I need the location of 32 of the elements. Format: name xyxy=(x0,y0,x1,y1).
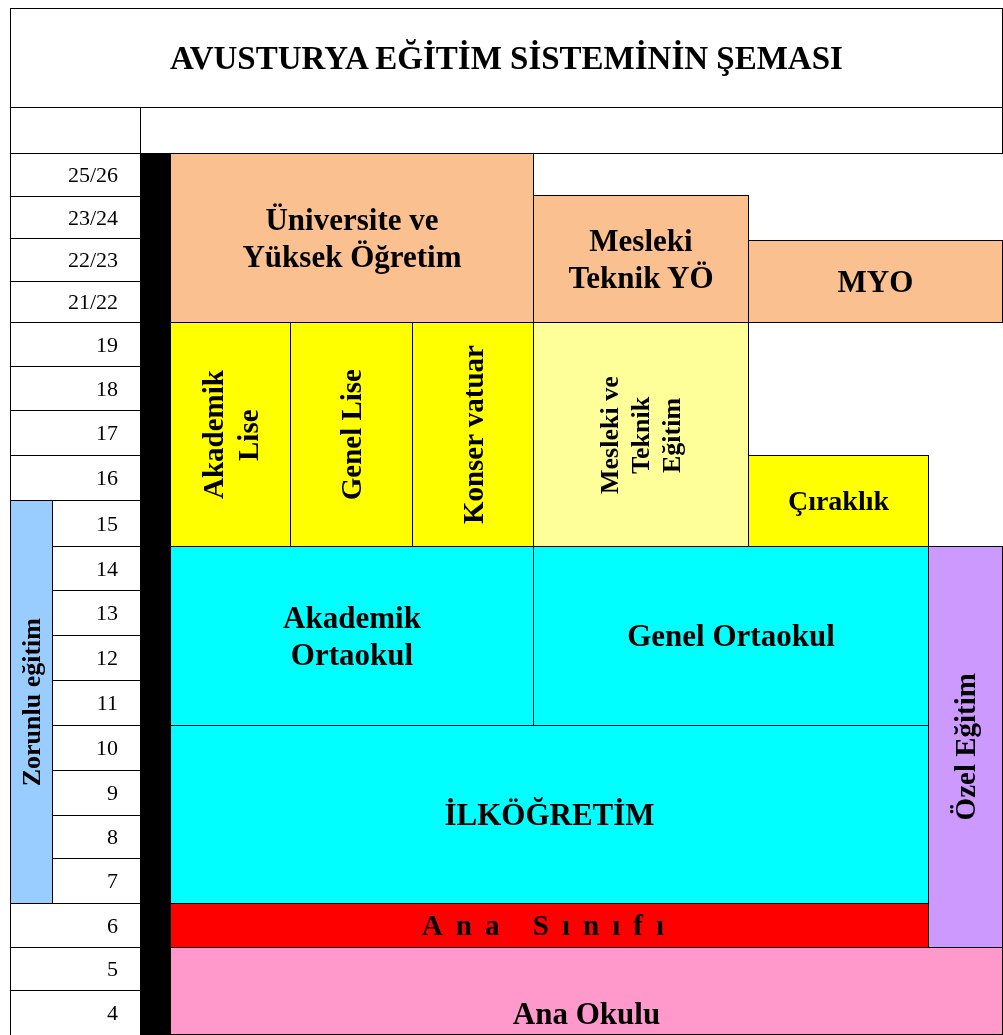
middle-school-block xyxy=(170,546,534,726)
compulsory-education-bar xyxy=(10,500,53,904)
technical-university-block xyxy=(533,195,749,323)
vocational-college-block xyxy=(748,240,1003,323)
block-label: Genel Ortaokul xyxy=(627,617,835,655)
special-education-bar xyxy=(928,546,1003,948)
middle-school-block xyxy=(533,546,929,726)
timeline-bar xyxy=(140,153,170,1035)
block-label: Mesleki ve Teknik Eğitim xyxy=(594,374,688,496)
block-label: Ana Sınıfı xyxy=(421,908,678,943)
block-label: Zorunlu eğitim xyxy=(15,617,47,787)
block-label: MYO xyxy=(837,262,914,301)
block-label: Çıraklık xyxy=(787,484,890,518)
vocational-school-block xyxy=(533,322,749,547)
block-label: Genel Lise xyxy=(334,368,369,501)
high-school-block xyxy=(290,322,413,547)
kindergarten-block xyxy=(170,947,1003,1035)
block-label: Özel Eğitim xyxy=(948,673,983,821)
block-label: Üniversite ve Yüksek Öğretim xyxy=(241,200,463,276)
apprenticeship-block xyxy=(748,455,929,547)
block-label: Ana Okulu xyxy=(512,994,661,1032)
block-label: Mesleki Teknik YÖ xyxy=(567,221,715,297)
block-label: İLKÖĞRETİM xyxy=(444,795,655,834)
preschool-class-bar xyxy=(170,903,929,948)
block-label: Konser vatuar xyxy=(455,344,490,525)
block-label: Akademik Lise xyxy=(195,369,265,500)
primary-school-block xyxy=(170,725,929,904)
conservatory-block xyxy=(412,322,534,547)
block-label: Akademik Ortaokul xyxy=(282,598,422,674)
university-block xyxy=(170,153,534,323)
title: AVUSTURYA EĞİTİM SİSTEMİNİN ŞEMASI xyxy=(170,39,843,77)
high-school-block xyxy=(170,322,291,547)
